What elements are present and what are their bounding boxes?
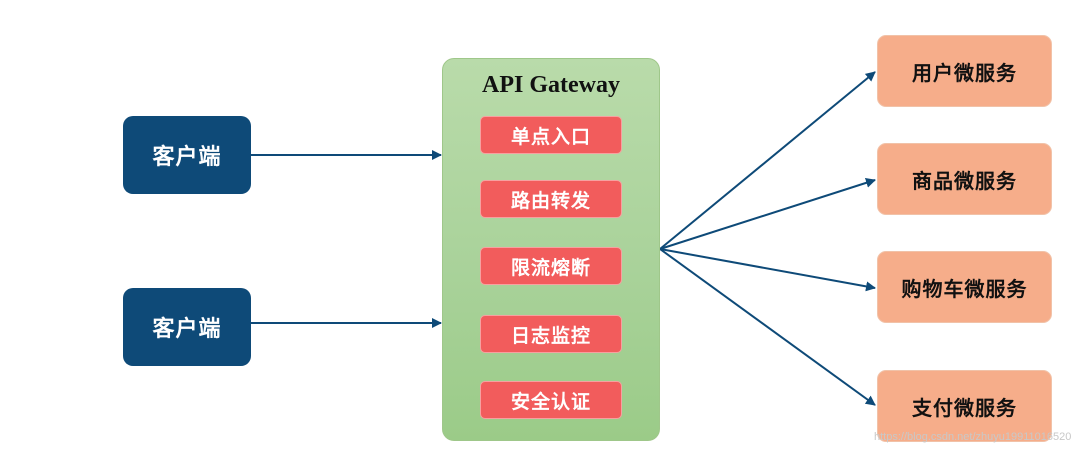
feature-label: 安全认证 — [510, 390, 591, 413]
service-label: 购物车微服务 — [901, 276, 1028, 301]
arrow-gateway-to-service-2 — [659, 248, 876, 292]
service-user: 用户微服务 — [877, 35, 1052, 107]
service-product: 商品微服务 — [877, 143, 1052, 215]
arrow-gateway-to-service-3 — [659, 248, 876, 406]
client-box-1: 客户端 — [123, 116, 251, 194]
service-label: 用户微服务 — [912, 60, 1017, 85]
service-label: 支付微服务 — [912, 395, 1017, 420]
client-label: 客户端 — [152, 145, 222, 170]
service-payment: 支付微服务 — [877, 370, 1052, 442]
client-label: 客户端 — [152, 317, 222, 342]
feature-log-monitoring: 日志监控 — [480, 315, 622, 353]
feature-label: 单点入口 — [510, 125, 591, 148]
feature-label: 路由转发 — [510, 189, 591, 212]
watermark-text: https://blog.csdn.net/zhuyu19911016520 — [874, 431, 1072, 443]
feature-routing: 路由转发 — [480, 180, 622, 218]
service-cart: 购物车微服务 — [877, 251, 1052, 323]
api-gateway-box: API Gateway 单点入口 路由转发 限流熔断 日志监控 安全认证 — [442, 58, 660, 441]
feature-rate-limit-circuit-break: 限流熔断 — [480, 247, 622, 285]
service-label: 商品微服务 — [912, 168, 1017, 193]
feature-label: 限流熔断 — [510, 256, 591, 279]
client-box-2: 客户端 — [123, 288, 251, 366]
arrow-gateway-to-service-1 — [659, 177, 876, 250]
feature-single-entry: 单点入口 — [480, 116, 622, 154]
arrow-gateway-to-service-0 — [659, 71, 876, 250]
feature-label: 日志监控 — [510, 324, 591, 347]
gateway-title: API Gateway — [482, 72, 620, 98]
feature-security-auth: 安全认证 — [480, 381, 622, 419]
